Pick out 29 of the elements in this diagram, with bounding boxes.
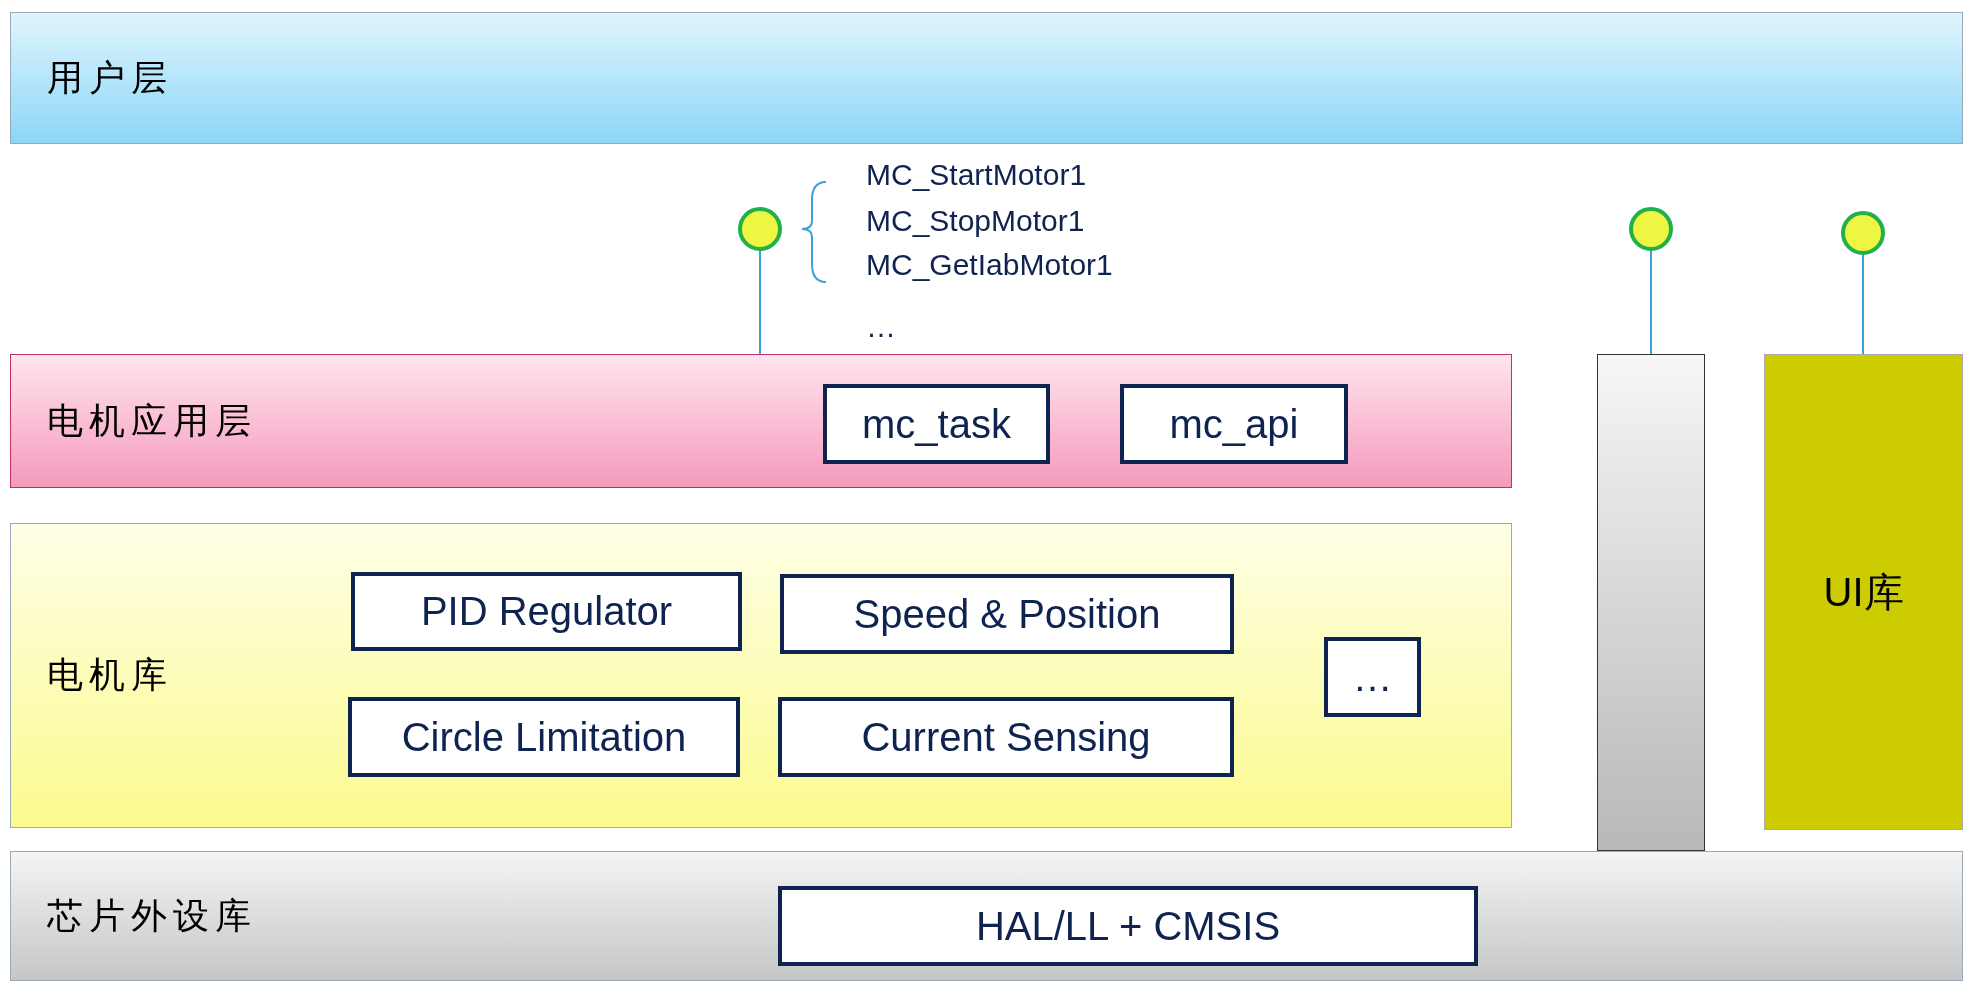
layer-title: 电机应用层 [47, 398, 257, 443]
layer-band [10, 354, 1512, 488]
connector-line [1650, 250, 1652, 355]
function-name: MC_StartMotor1 [866, 158, 1087, 192]
module-box: … [1324, 637, 1421, 717]
layer-band [10, 12, 1963, 144]
layer-title: 用户层 [47, 55, 173, 100]
function-name: MC_StopMotor1 [866, 204, 1085, 238]
module-box: mc_api [1120, 384, 1348, 464]
layer-title: UI库 [1823, 568, 1904, 616]
module-box: Speed & Position [780, 574, 1234, 654]
layer-title: 电机库 [47, 653, 173, 697]
module-box: Circle Limitation [348, 697, 740, 777]
module-box: Current Sensing [778, 697, 1234, 777]
connector-line [1862, 254, 1864, 355]
function-name: … [866, 310, 896, 344]
layer-band [10, 851, 1963, 981]
interface-circle [1629, 207, 1673, 251]
module-box: PID Regulator [351, 572, 742, 651]
module-box: mc_task [823, 384, 1050, 464]
column-box [1764, 354, 1963, 830]
interface-circle [1841, 211, 1885, 255]
module-box: HAL/LL + CMSIS [778, 886, 1478, 966]
connector-line [759, 250, 761, 355]
column-box [1597, 354, 1705, 851]
layer-title: 芯片外设库 [47, 893, 257, 938]
interface-circle [738, 207, 782, 251]
layer-band [10, 523, 1512, 828]
function-name: MC_GetIabMotor1 [866, 248, 1113, 282]
